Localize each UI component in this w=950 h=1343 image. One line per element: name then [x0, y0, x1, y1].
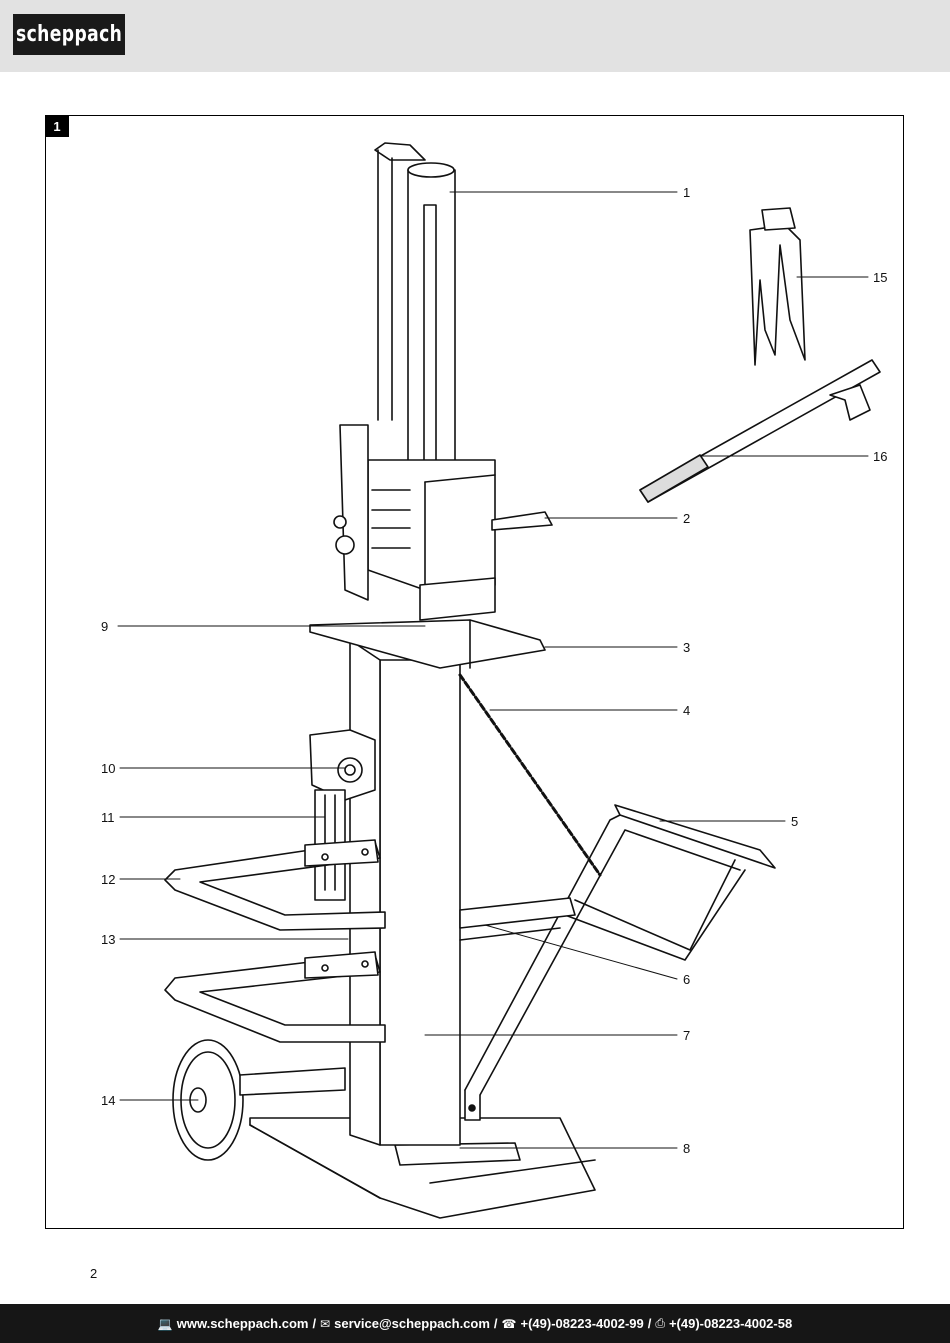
footer-email[interactable]: service@scheppach.com: [334, 1316, 490, 1331]
figure-frame: [45, 115, 904, 1229]
computer-icon: 💻: [157, 1316, 173, 1331]
footer-fax: +(49)-08223-4002-58: [668, 1316, 793, 1331]
footer-website[interactable]: www.scheppach.com: [176, 1316, 309, 1331]
envelope-icon: ✉: [320, 1316, 331, 1331]
footer-separator: /: [312, 1316, 317, 1331]
callout-12: 12: [101, 872, 116, 887]
page-footer: 💻 www.scheppach.com / ✉ service@scheppac…: [0, 1304, 950, 1343]
fax-icon: ⎙: [655, 1316, 665, 1330]
footer-phone: +(49)-08223-4002-99: [520, 1316, 644, 1331]
callout-9: 9: [101, 619, 109, 634]
callout-16: 16: [873, 449, 888, 464]
callout-13: 13: [101, 932, 116, 947]
callout-10: 10: [101, 761, 116, 776]
footer-separator: /: [493, 1316, 498, 1331]
callout-3: 3: [683, 640, 691, 655]
page-header: scheppach: [0, 0, 950, 72]
callout-6: 6: [683, 972, 691, 987]
telephone-icon: ☎: [501, 1316, 517, 1331]
callout-4: 4: [683, 703, 691, 718]
scheppach-logo: scheppach: [13, 14, 125, 55]
callout-8: 8: [683, 1141, 691, 1156]
callout-5: 5: [791, 814, 799, 829]
callout-14: 14: [101, 1093, 116, 1108]
logo-text: scheppach: [15, 22, 123, 47]
callout-15: 15: [873, 270, 888, 285]
figure-number-badge: 1: [45, 115, 69, 137]
page-number: 2: [90, 1266, 98, 1281]
callout-7: 7: [683, 1028, 691, 1043]
leader-line-6: [484, 924, 678, 980]
callout-11: 11: [101, 810, 115, 825]
callout-2: 2: [683, 511, 691, 526]
callout-1: 1: [683, 185, 691, 200]
callout-leader-lines: [117, 191, 869, 1149]
footer-separator: /: [647, 1316, 652, 1331]
